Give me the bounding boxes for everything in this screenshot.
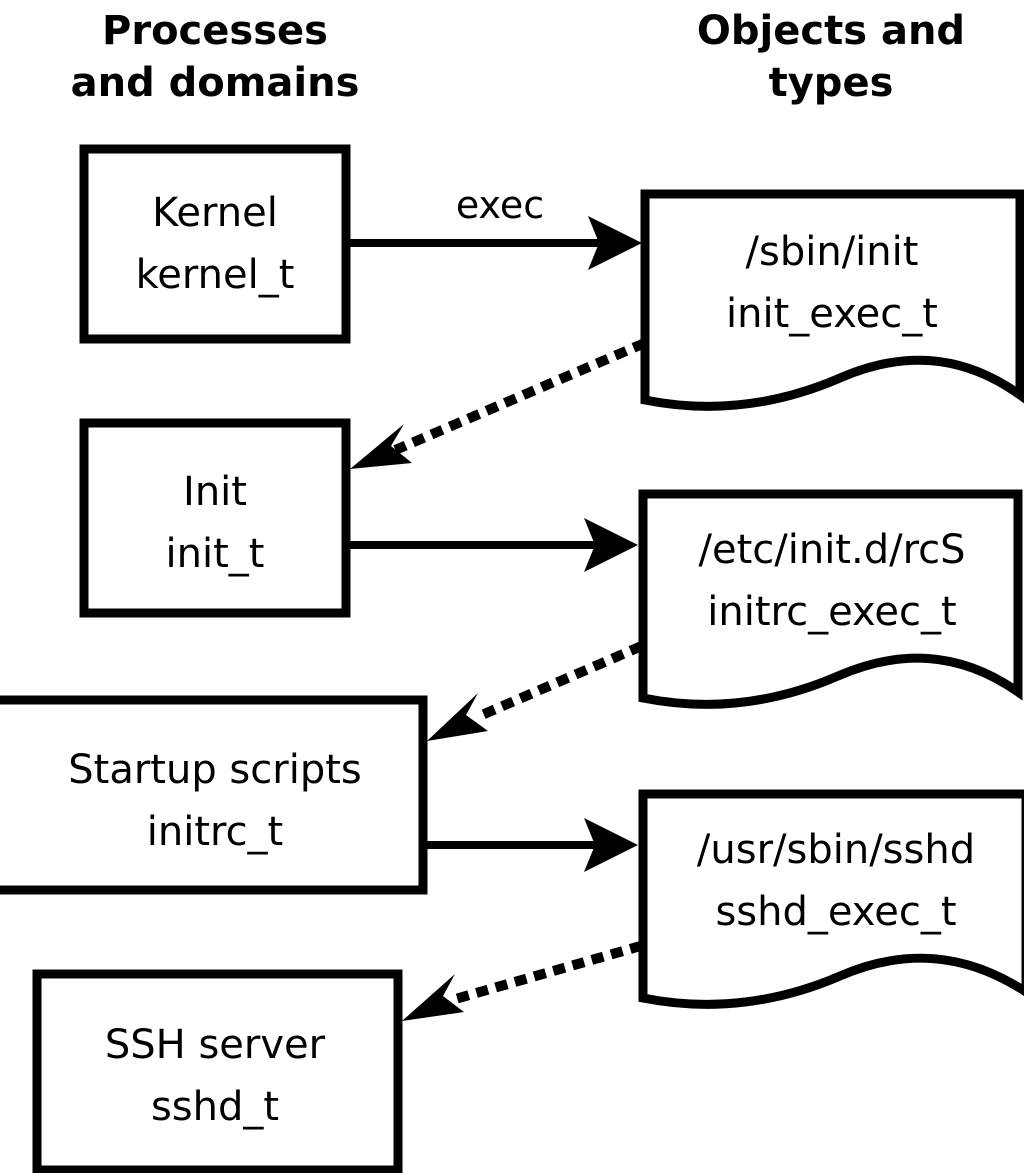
arrow-head-icon <box>588 216 642 270</box>
edge-initrc-exec-to-initrc[interactable] <box>427 641 644 741</box>
node-label-line2: init_exec_t <box>726 291 938 337</box>
arrow-head-icon <box>402 974 464 1021</box>
node-box <box>32 969 403 1173</box>
column-header-processes-line1: Processes <box>102 8 328 54</box>
edge-line <box>468 641 644 725</box>
node-label-line2: init_t <box>166 531 265 577</box>
document-shape <box>638 789 1024 1009</box>
process-node-kernel[interactable]: Kernel kernel_t <box>79 144 351 344</box>
column-header-objects-line1: Objects and <box>697 8 965 54</box>
edge-sshd-exec-to-sshd[interactable] <box>402 940 644 1021</box>
document-shape <box>640 189 1024 411</box>
arrow-head-icon <box>584 518 638 572</box>
edge-init-exec-initrc-exec[interactable] <box>350 518 638 572</box>
column-header-objects: Objects and types <box>697 8 965 106</box>
node-label-line1: /sbin/init <box>746 229 919 275</box>
edge-line <box>445 940 644 1007</box>
column-header-objects-line2: types <box>769 60 894 106</box>
process-node-initrc[interactable]: Startup scripts initrc_t <box>0 695 428 895</box>
column-header-processes-line2: and domains <box>71 60 360 106</box>
node-label-line1: Startup scripts <box>68 747 361 793</box>
node-label-line1: SSH server <box>105 1022 326 1068</box>
object-node-sshd-exec[interactable]: /usr/sbin/sshd sshd_exec_t <box>638 789 1024 1009</box>
edge-line <box>393 338 647 455</box>
node-box <box>79 144 351 344</box>
arrow-head-icon <box>584 818 638 872</box>
arrow-head-icon <box>350 424 412 469</box>
node-label-line1: Init <box>183 469 247 515</box>
node-label-line1: /etc/init.d/rcS <box>698 527 965 573</box>
object-node-init-exec[interactable]: /sbin/init init_exec_t <box>640 189 1024 411</box>
edge-label-exec: exec <box>456 183 544 227</box>
node-label-line2: initrc_t <box>147 809 284 855</box>
arrow-head-icon <box>427 693 488 741</box>
document-shape <box>638 489 1023 709</box>
node-label-line2: sshd_exec_t <box>715 889 956 935</box>
node-label-line1: Kernel <box>152 190 278 236</box>
column-header-processes: Processes and domains <box>71 8 360 106</box>
node-label-line2: sshd_t <box>151 1084 279 1130</box>
node-box <box>0 695 428 895</box>
edge-init-exec-to-init[interactable] <box>350 338 647 469</box>
process-node-sshd[interactable]: SSH server sshd_t <box>32 969 403 1173</box>
object-node-initrc-exec[interactable]: /etc/init.d/rcS initrc_exec_t <box>638 489 1023 709</box>
edge-initrc-exec-sshd-exec[interactable] <box>427 818 638 872</box>
node-label-line1: /usr/sbin/sshd <box>697 827 975 873</box>
node-label-line2: initrc_exec_t <box>707 589 956 635</box>
node-box <box>79 418 351 618</box>
process-node-init[interactable]: Init init_t <box>79 418 351 618</box>
node-label-line2: kernel_t <box>136 252 295 298</box>
edge-kernel-exec-init-exec[interactable]: exec <box>350 183 642 270</box>
